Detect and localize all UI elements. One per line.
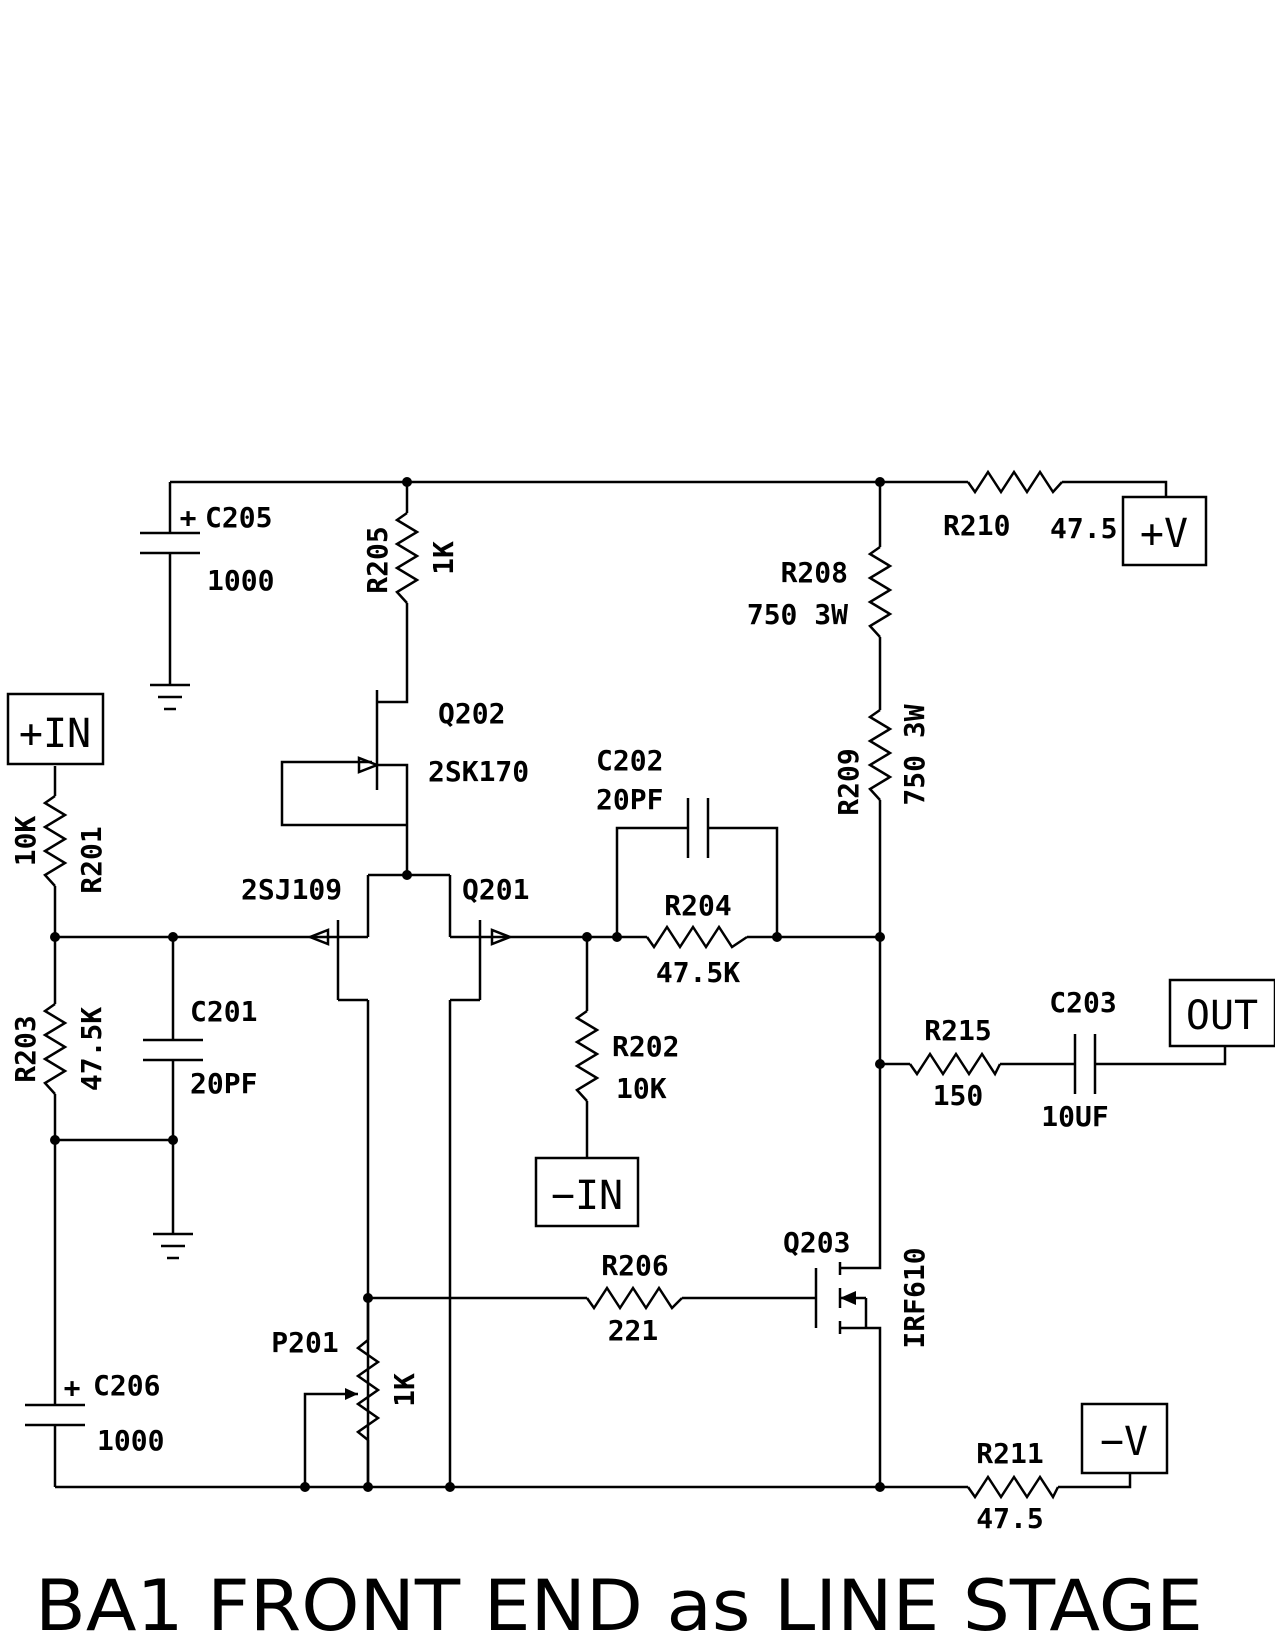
c203-ref-label: C203	[1049, 986, 1116, 1019]
neg-in-port-box[interactable]	[534, 1156, 640, 1228]
r210-ref-label: R210	[943, 509, 1010, 542]
jfet-q202-gate-arrow	[357, 756, 381, 774]
resistor-r215-symbol	[908, 1051, 1002, 1077]
r205-ref-label: R205	[361, 526, 394, 593]
capacitor-c202-symbol	[686, 798, 710, 858]
pos-in-port-label: +IN	[19, 711, 91, 757]
ground-symbol-top	[150, 683, 190, 711]
resistor-r201-symbol	[42, 794, 68, 887]
resistor-r202-symbol	[574, 1009, 600, 1102]
r215-ref-label: R215	[924, 1014, 991, 1047]
r202-value-label: 10K	[616, 1072, 667, 1105]
capacitor-c201-symbol	[143, 1038, 203, 1062]
c202-ref-label: C202	[596, 744, 663, 777]
pos-v-port-box[interactable]	[1121, 495, 1208, 567]
q202-part-label: 2SK170	[428, 755, 529, 788]
resistor-r211-symbol	[966, 1474, 1060, 1500]
q201-ref-label: Q201	[462, 873, 529, 906]
r204-ref-label: R204	[664, 889, 731, 922]
resistor-r208-symbol	[867, 545, 893, 638]
neg-in-port-label: −IN	[551, 1173, 623, 1219]
resistor-r206-symbol	[585, 1285, 683, 1311]
r203-value-label: 47.5K	[75, 1007, 108, 1091]
r201-ref-label: R201	[75, 826, 108, 893]
r208-ref-label: R208	[781, 556, 848, 589]
capacitor-c205-symbol	[140, 531, 200, 555]
resistor-r204-symbol	[645, 924, 748, 950]
potentiometer-p201-symbol	[340, 1339, 381, 1441]
r205-value-label: 1K	[427, 541, 460, 575]
c201-value-label: 20PF	[190, 1067, 257, 1100]
r215-value-label: 150	[933, 1079, 984, 1112]
r209-value-label: 750 3W	[898, 704, 931, 805]
out-port-label: OUT	[1186, 993, 1258, 1039]
neg-v-port-box[interactable]	[1080, 1402, 1169, 1475]
neg-v-port-label: −V	[1100, 1419, 1148, 1465]
resistor-r205-symbol	[394, 511, 420, 604]
q202-ref-label: Q202	[438, 697, 505, 730]
r211-ref-label: R211	[976, 1437, 1043, 1470]
resistor-r210-symbol	[966, 469, 1063, 495]
c205-polarity-mark: +	[180, 501, 197, 534]
resistor-r209-symbol	[867, 708, 893, 801]
r210-value-label: 47.5	[1050, 512, 1117, 545]
c202-value-label: 20PF	[596, 783, 663, 816]
p201-ref-label: P201	[271, 1326, 338, 1359]
ground-symbol-bottom	[153, 1232, 193, 1260]
r209-ref-label: R209	[832, 748, 865, 815]
r204-value-label: 47.5K	[656, 956, 740, 989]
mosfet-q203-symbol	[814, 1225, 882, 1352]
c205-value-label: 1000	[207, 564, 274, 597]
r203-ref-label: R203	[9, 1015, 42, 1082]
r201-value-label: 10K	[9, 816, 42, 867]
resistor-r203-symbol	[42, 1002, 68, 1095]
q201-part-label: 2SJ109	[241, 873, 342, 906]
pos-in-port-box[interactable]	[6, 692, 105, 766]
junction-dots	[50, 477, 885, 1492]
wires	[53, 480, 1227, 1489]
capacitor-c206-symbol	[25, 1403, 85, 1427]
pos-v-port-label: +V	[1140, 511, 1188, 557]
q203-part-label: IRF610	[898, 1247, 931, 1348]
page-title: BA1 FRONT END as LINE STAGE	[35, 1565, 1203, 1647]
r206-ref-label: R206	[601, 1249, 668, 1282]
c206-value-label: 1000	[97, 1424, 164, 1457]
c205-ref-label: C205	[205, 501, 272, 534]
r206-value-label: 221	[608, 1314, 659, 1347]
jfet-left-gate-arrow	[306, 928, 338, 946]
r211-value-label: 47.5	[976, 1502, 1043, 1535]
r208-value-label: 750 3W	[747, 598, 848, 631]
c206-ref-label: C206	[93, 1369, 160, 1402]
out-port-box[interactable]	[1168, 978, 1275, 1048]
c206-polarity-mark: +	[64, 1371, 81, 1404]
jfet-right-gate-arrow	[480, 928, 514, 946]
c203-value-label: 10UF	[1041, 1100, 1108, 1133]
q203-ref-label: Q203	[783, 1226, 850, 1259]
p201-value-label: 1K	[388, 1373, 421, 1407]
r202-ref-label: R202	[612, 1030, 679, 1063]
c201-ref-label: C201	[190, 995, 257, 1028]
capacitor-c203-symbol	[1073, 1034, 1097, 1094]
